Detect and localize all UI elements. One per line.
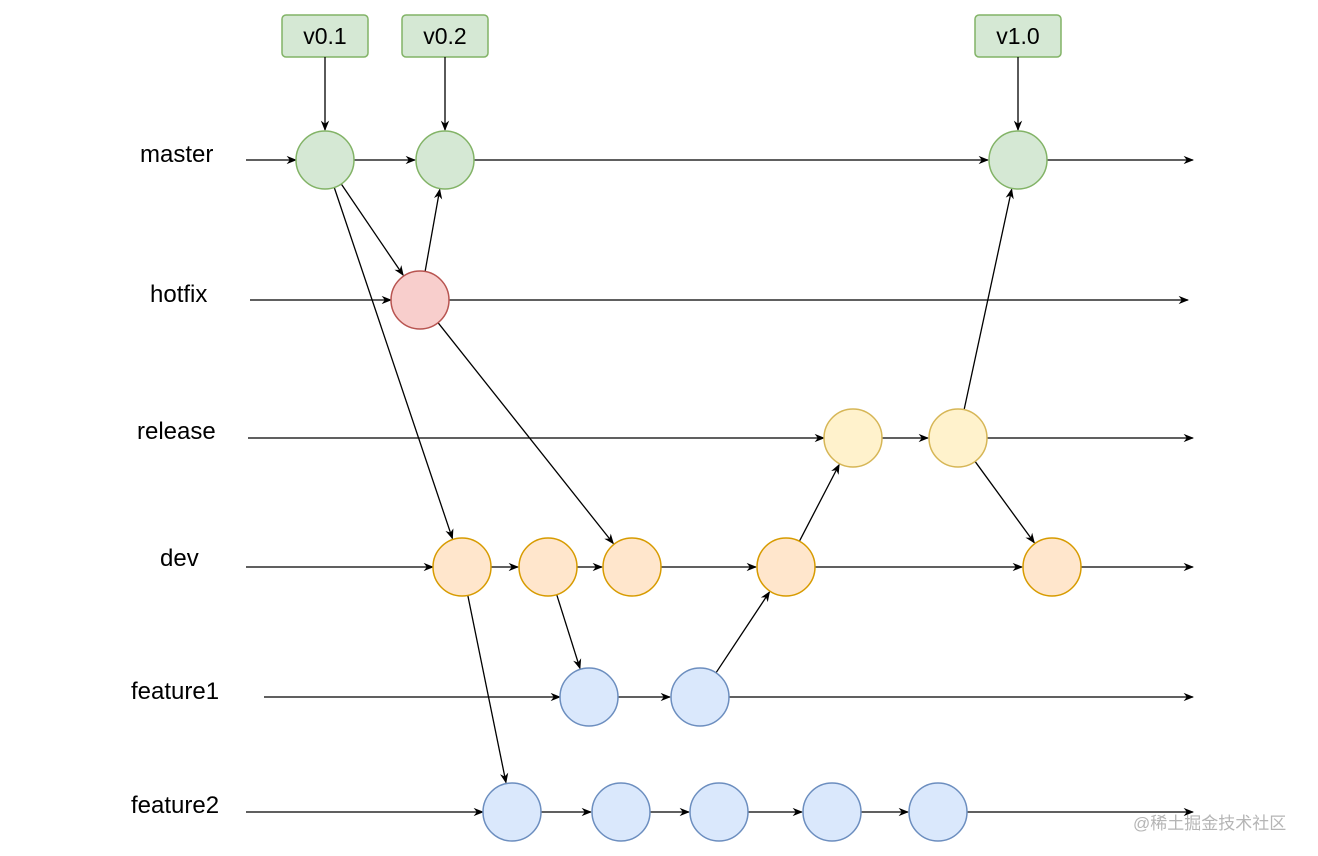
commit-node-m3 [988,130,1048,190]
commit-node-r2 [928,408,988,468]
edge-f1b-d4 [715,591,771,674]
commit-node-f1a [559,667,619,727]
commit-node-d3 [602,537,662,597]
commit-node-m2 [415,130,475,190]
commit-node-h1 [390,270,450,330]
commit-node-d5 [1022,537,1082,597]
lane-label-release: release [137,418,216,445]
edge-d1-f2a [467,595,509,784]
commit-node-f2a [482,782,542,842]
lane-label-feature1: feature1 [131,678,219,705]
commit-node-f2b [591,782,651,842]
commit-node-f2e [908,782,968,842]
commit-node-f2d [802,782,862,842]
lane-label-dev: dev [160,545,199,572]
commit-node-m1 [295,130,355,190]
lane-label-hotfix: hotfix [150,281,207,308]
edge-h1-m2 [424,188,443,272]
commit-node-r1 [823,408,883,468]
tag-label: v1.0 [996,23,1039,49]
watermark: @稀土掘金技术社区 [1133,814,1286,833]
tag-label: v0.2 [423,23,466,49]
edge-m1-h1 [340,183,404,277]
edge-r2-m3 [963,188,1014,410]
commit-node-d2 [518,537,578,597]
edge-m1-d1 [333,187,454,540]
commit-node-f1b [670,667,730,727]
commit-node-d4 [756,537,816,597]
lane-label-feature2: feature2 [131,792,219,819]
edge-r2-d5 [974,461,1035,544]
tag-label: v0.1 [303,23,346,49]
commit-node-d1 [432,537,492,597]
edge-d2-f1a [556,594,582,670]
edge-h1-d3 [437,322,614,545]
commit-node-f2c [689,782,749,842]
edge-d4-r1 [798,463,840,542]
lane-label-master: master [140,141,213,168]
